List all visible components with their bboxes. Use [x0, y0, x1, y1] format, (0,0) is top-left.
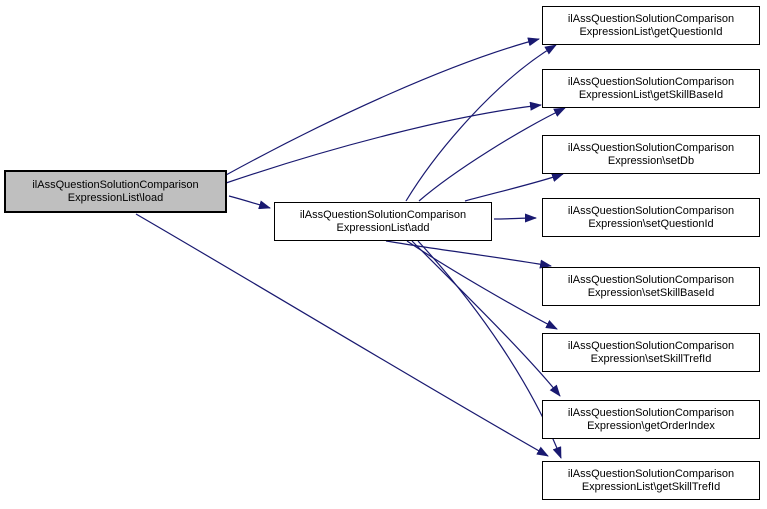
node-label-line2: Expression\getOrderIndex — [587, 419, 715, 432]
node-expressionlist-load[interactable]: ilAssQuestionSolutionComparison Expressi… — [4, 170, 227, 213]
edge-add-to-getorderindex — [411, 240, 561, 397]
node-label-line2: Expression\setDb — [607, 154, 695, 167]
node-label-line2: ExpressionList\load — [67, 191, 164, 204]
node-expressionlist-getskillbaseid[interactable]: ilAssQuestionSolutionComparison Expressi… — [542, 69, 760, 108]
edge-add-to-setquestionid — [493, 213, 537, 223]
node-expression-setskilltrefid[interactable]: ilAssQuestionSolutionComparison Expressi… — [542, 333, 760, 372]
edge-add-to-getskillbaseid — [418, 107, 566, 202]
node-label-line1: ilAssQuestionSolutionComparison — [567, 141, 735, 154]
node-label-line1: ilAssQuestionSolutionComparison — [299, 208, 467, 221]
edge-add-to-getquestionid — [405, 44, 557, 202]
node-label-line1: ilAssQuestionSolutionComparison — [567, 339, 735, 352]
node-label-line2: ExpressionList\add — [336, 221, 430, 234]
edge-add-to-setskillbaseid — [385, 240, 552, 269]
edge-load-to-getquestionid — [225, 37, 540, 176]
node-expression-setquestionid[interactable]: ilAssQuestionSolutionComparison Expressi… — [542, 198, 760, 237]
edge-load-to-getskilltrefid — [135, 213, 549, 457]
node-expression-setdb[interactable]: ilAssQuestionSolutionComparison Expressi… — [542, 135, 760, 174]
edge-add-to-getskilltrefid — [417, 240, 562, 459]
edge-load-to-getskillbaseid — [225, 101, 542, 184]
node-expressionlist-add[interactable]: ilAssQuestionSolutionComparison Expressi… — [274, 202, 492, 241]
node-label-line1: ilAssQuestionSolutionComparison — [567, 273, 735, 286]
node-label-line2: ExpressionList\getSkillTrefId — [581, 480, 721, 493]
node-label-line1: ilAssQuestionSolutionComparison — [567, 467, 735, 480]
node-label-line1: ilAssQuestionSolutionComparison — [32, 178, 199, 191]
node-label-line1: ilAssQuestionSolutionComparison — [567, 12, 735, 25]
node-label-line2: Expression\setSkillBaseId — [587, 286, 715, 299]
node-label-line2: Expression\setQuestionId — [588, 217, 714, 230]
node-expression-getorderindex[interactable]: ilAssQuestionSolutionComparison Expressi… — [542, 400, 760, 439]
node-expression-setskillbaseid[interactable]: ilAssQuestionSolutionComparison Expressi… — [542, 267, 760, 306]
node-label-line2: ExpressionList\getQuestionId — [579, 25, 723, 38]
edge-load-to-add — [228, 195, 271, 210]
node-label-line1: ilAssQuestionSolutionComparison — [567, 204, 735, 217]
node-label-line1: ilAssQuestionSolutionComparison — [567, 75, 735, 88]
edge-add-to-setdb — [464, 173, 564, 202]
node-expressionlist-getskilltrefid[interactable]: ilAssQuestionSolutionComparison Expressi… — [542, 461, 760, 500]
node-label-line2: Expression\setSkillTrefId — [590, 352, 712, 365]
node-label-line1: ilAssQuestionSolutionComparison — [567, 406, 735, 419]
node-label-line2: ExpressionList\getSkillBaseId — [578, 88, 724, 101]
edge-add-to-setskilltrefid — [406, 240, 558, 330]
node-expressionlist-getquestionid[interactable]: ilAssQuestionSolutionComparison Expressi… — [542, 6, 760, 45]
